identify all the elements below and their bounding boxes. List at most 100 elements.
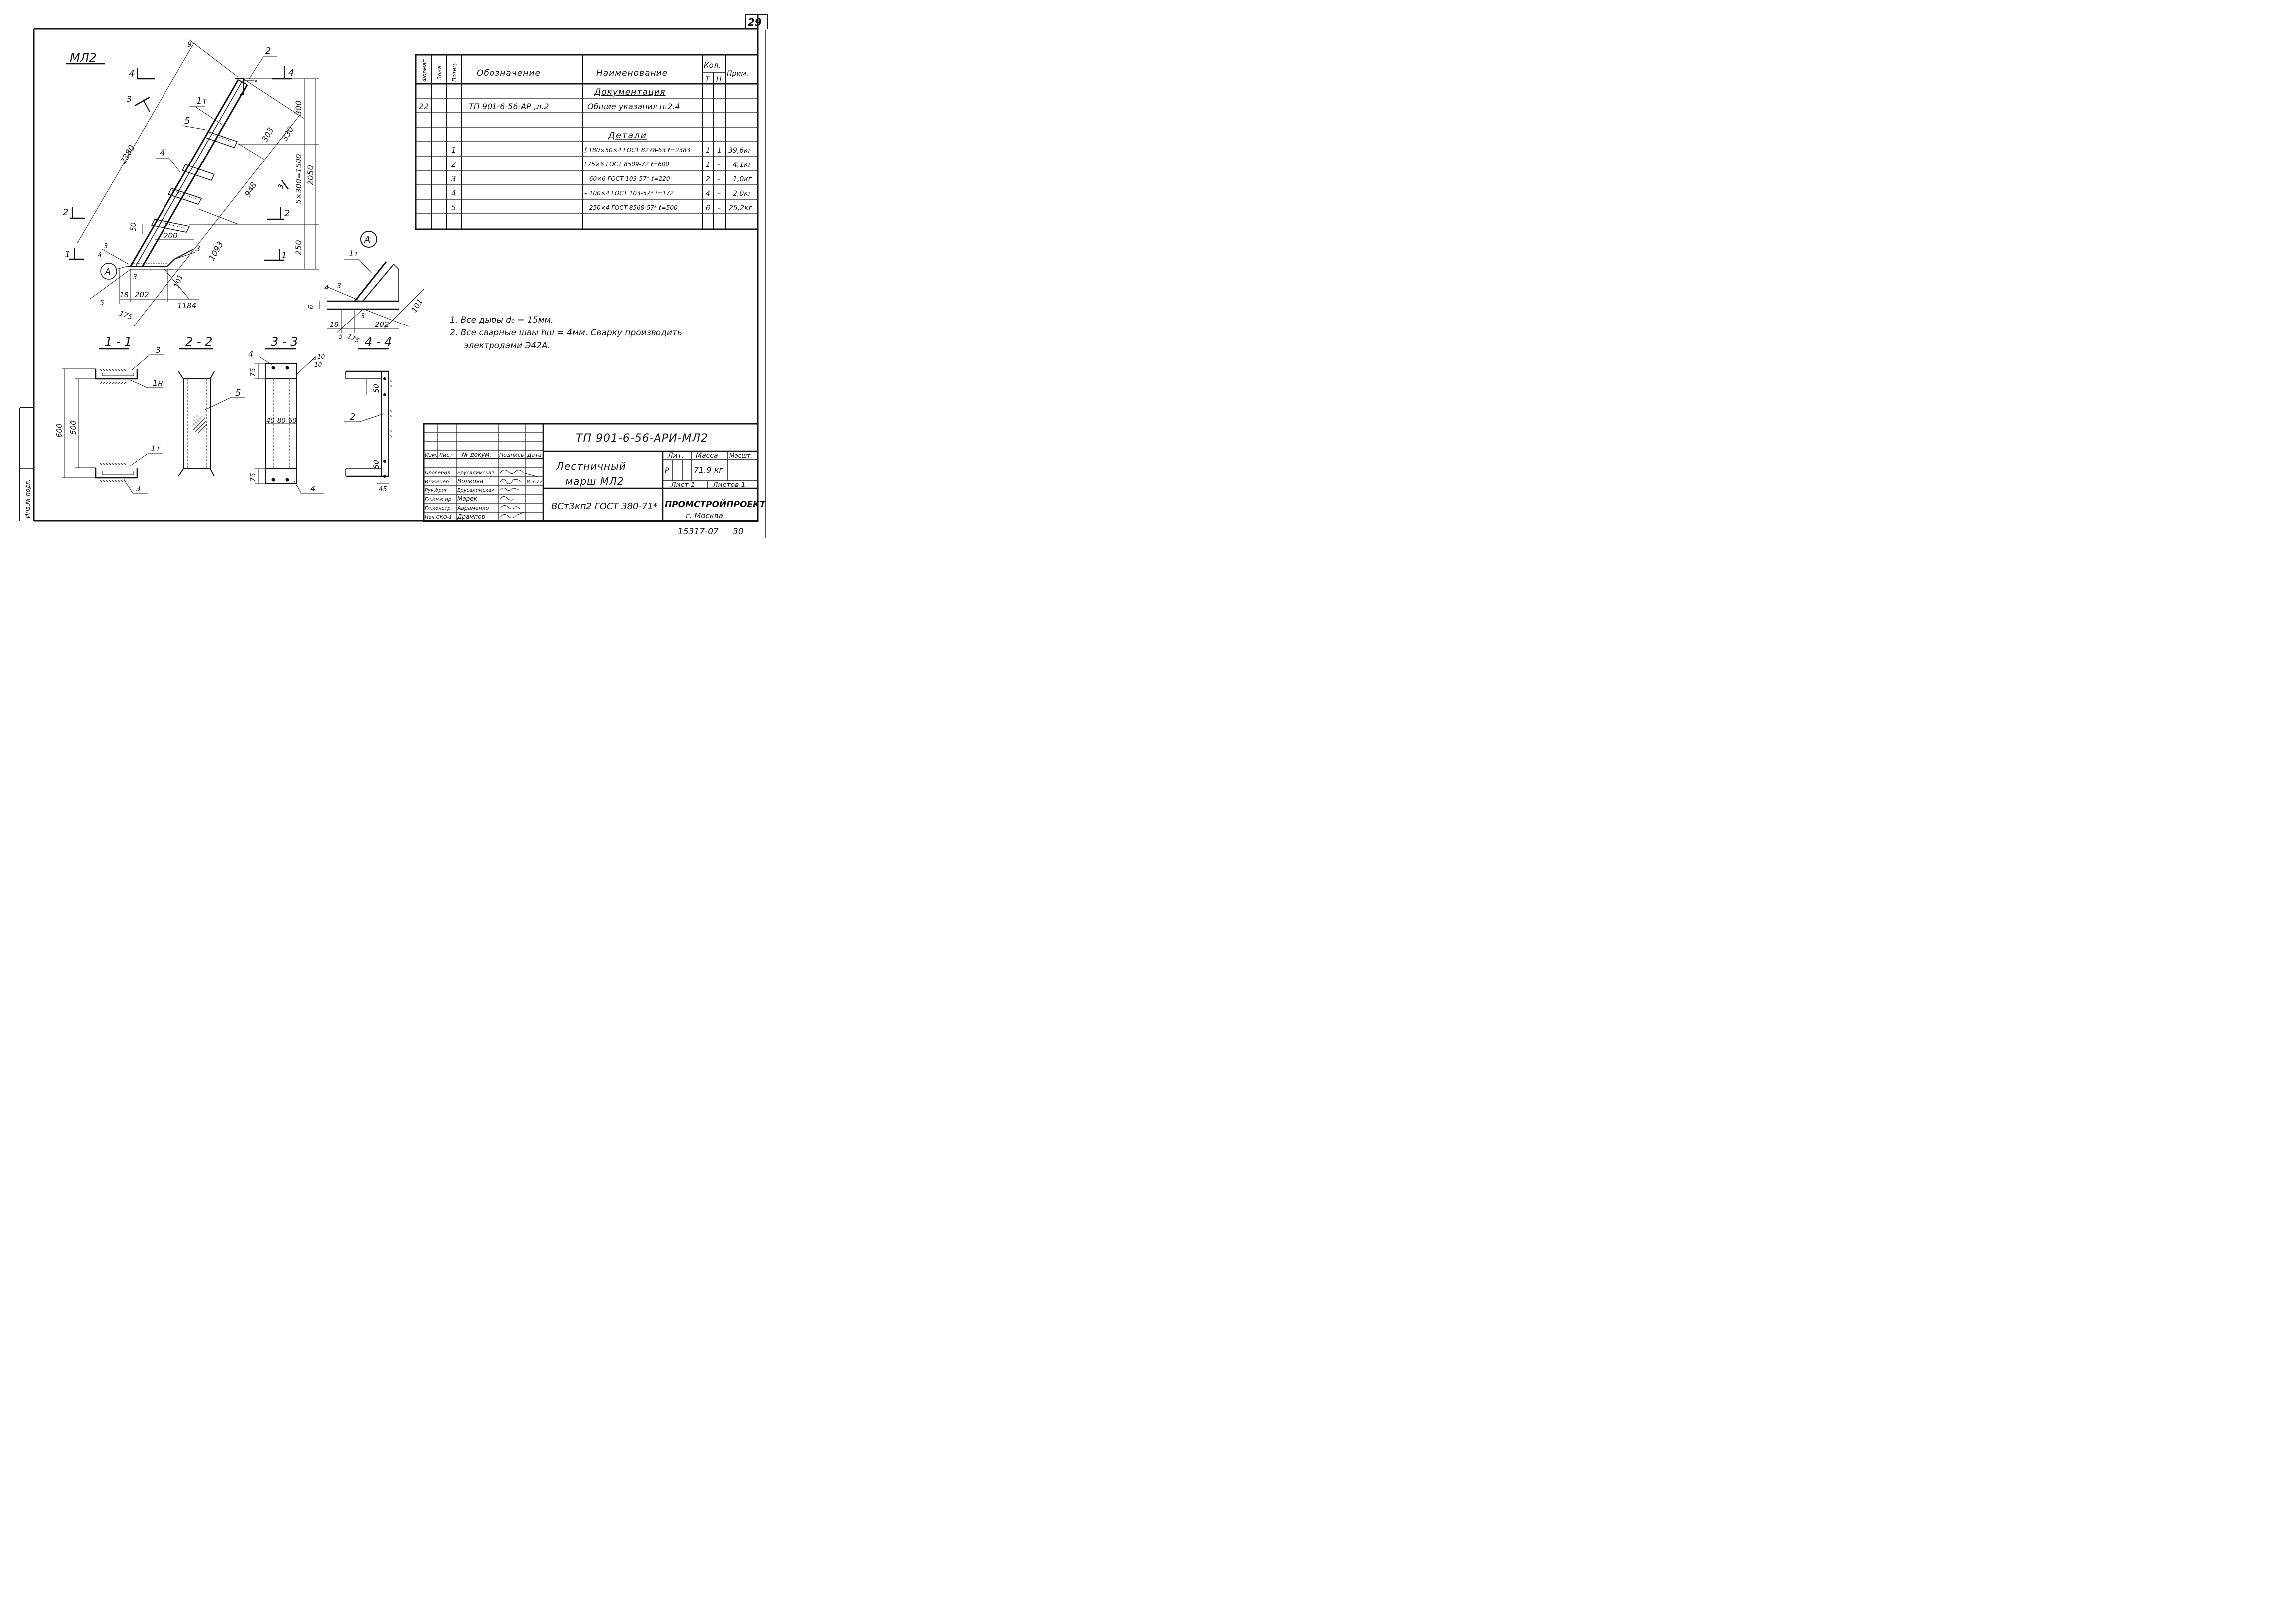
section-3-3: 3 - 3 75 40 80 60 75 4 10 10 4 bbox=[248, 335, 325, 494]
tb-sheet-label: Лист 1 bbox=[670, 481, 695, 489]
tb-mass-value: 71.9 кг bbox=[694, 465, 723, 475]
tb-name-3: Марек bbox=[457, 495, 478, 502]
tb-title-line2: марш МЛ2 bbox=[565, 475, 624, 487]
dim-300: 300 bbox=[294, 100, 303, 116]
notes: 1. Все дыры d₀ = 15мм. 2. Все сварные шв… bbox=[450, 315, 682, 351]
section-2-2-title: 2 - 2 bbox=[185, 335, 212, 349]
section-4-4: 4 - 4 ×× ×× ×× 50 50 45 2 bbox=[344, 335, 392, 493]
detail-a: А 1т 4 3 6 3 18 202 5 175 101 bbox=[307, 231, 425, 345]
top-angle: × bbox=[235, 77, 258, 95]
section-mark-2-right: 2 bbox=[284, 208, 290, 219]
section-3-3-callout-4-top: 4 bbox=[248, 349, 253, 359]
spec-cell-designation: ТП 901-6-56-АР ,л.2 bbox=[469, 102, 549, 111]
section-1-1-callout-1n: 1н bbox=[153, 378, 163, 388]
spec-cell-name: – 60×6 ГОСТ 103-57* ℓ=220 bbox=[584, 175, 670, 182]
section-mark-3-left: 3 bbox=[127, 94, 132, 104]
tb-title-line1: Лестничный bbox=[556, 460, 626, 472]
detail-a-dim-3a: 3 bbox=[337, 282, 341, 290]
tb-doc-code: ТП 901-6-56-АРИ-МЛ2 bbox=[576, 432, 708, 445]
dim-4-left: 4 bbox=[98, 252, 102, 259]
bottom-plate bbox=[128, 249, 194, 267]
spec-cell-n: 1 bbox=[717, 147, 722, 155]
spec-cell-t: 1 bbox=[706, 147, 710, 155]
section-mark-1-right: 1 bbox=[281, 250, 287, 261]
dim-250: 250 bbox=[294, 240, 303, 255]
tb-lit-value: Р bbox=[665, 467, 669, 475]
detail-a-marker: А bbox=[100, 263, 128, 280]
dim-2380: 2380 bbox=[118, 143, 137, 165]
section-3-3-dim-60: 60 bbox=[288, 417, 297, 425]
title-block: Изм. Лист № докум. Подпись Дата Проверил… bbox=[423, 423, 766, 522]
note-2: 2. Все сварные швы hш = 4мм. Сварку прои… bbox=[450, 328, 682, 338]
detail-a-dim-6: 6 bbox=[307, 305, 315, 309]
section-2-2-callout-5: 5 bbox=[235, 388, 241, 398]
dim-5x300: 5×300=1500 bbox=[294, 154, 303, 204]
dim-1184: 1184 bbox=[177, 301, 196, 310]
detail-a-dim-5: 5 bbox=[339, 333, 343, 341]
detail-a-title: А bbox=[364, 235, 370, 245]
callout-2: 2 bbox=[265, 46, 271, 56]
spec-cell-note: 25,2кг bbox=[729, 204, 753, 212]
spec-cell-name: – 100×4 ГОСТ 103-57* ℓ=172 bbox=[584, 190, 674, 197]
section-2-2: 2 - 2 5 bbox=[178, 335, 245, 477]
spec-row-0: Документация bbox=[594, 87, 665, 97]
tb-role-3: Гл.инж.пр. bbox=[425, 497, 453, 502]
spec-header-designation: Обозначение bbox=[477, 68, 541, 78]
detail-a-callout: 1т bbox=[349, 249, 359, 258]
spec-row-5: 2 L75×6 ГОСТ 8509-72 ℓ=600 1 – 4,1кг bbox=[451, 160, 752, 169]
svg-text:×××××××××: ××××××××× bbox=[100, 462, 127, 467]
dim-101: 101 bbox=[173, 274, 185, 289]
section-3-3-dim-40: 40 bbox=[266, 417, 275, 425]
tb-role-2: Рук.бриг. bbox=[425, 487, 449, 493]
main-view-title: МЛ2 bbox=[70, 51, 97, 65]
tb-mass-label: Масса bbox=[696, 452, 718, 460]
spec-cell-format: 22 bbox=[419, 102, 429, 111]
tb-city: г. Москва bbox=[686, 511, 723, 520]
tb-name-1: Волкова bbox=[457, 478, 483, 485]
dim-202: 202 bbox=[135, 290, 149, 299]
tb-material: ВСт3кп2 ГОСТ 380-71* bbox=[551, 501, 657, 512]
section-1-1-dim-600: 600 bbox=[55, 423, 64, 438]
spec-cell-name: L75×6 ГОСТ 8509-72 ℓ=600 bbox=[584, 161, 669, 168]
spec-cell-name: Детали bbox=[608, 131, 647, 141]
spec-header-pos: Позиц. bbox=[451, 62, 458, 82]
tb-col-sign: Подпись bbox=[499, 452, 524, 458]
tb-col-list: Лист bbox=[438, 452, 453, 458]
svg-text:×: × bbox=[390, 379, 392, 384]
main-callouts: 2 1т 5 4 3 bbox=[156, 46, 277, 260]
section-4-4-dim-45: 45 bbox=[379, 486, 387, 493]
section-1-1-title: 1 - 1 bbox=[105, 335, 132, 349]
section-mark-1-left: 1 bbox=[65, 249, 70, 260]
svg-text:×: × bbox=[254, 77, 258, 84]
spec-header-qty: Кол. bbox=[704, 61, 721, 70]
callout-4: 4 bbox=[160, 148, 165, 158]
section-3-3-callout-10b: 10 bbox=[314, 361, 322, 368]
spec-cell-n: – bbox=[717, 190, 721, 198]
svg-text:×××××××××: ××××××××× bbox=[100, 479, 127, 484]
spec-cell-pos: 4 bbox=[451, 189, 456, 198]
dim-200: 200 bbox=[164, 231, 178, 240]
bottom-page: 30 bbox=[733, 527, 744, 537]
main-view: МЛ2 × bbox=[63, 39, 319, 327]
svg-text:×: × bbox=[390, 384, 392, 389]
spec-header-zone: Зона bbox=[436, 66, 443, 80]
top-sheet-number: 29 bbox=[748, 16, 762, 28]
dim-50: 50 bbox=[130, 222, 138, 231]
spec-row-4: 1 [ 180×50×4 ГОСТ 8278-63 ℓ=2383 1 1 39,… bbox=[451, 146, 752, 155]
spec-cell-name: Общие указания п.2.4 bbox=[587, 102, 680, 111]
tb-sheets-label: Листов 1 bbox=[712, 481, 746, 489]
spec-cell-t: 6 bbox=[706, 204, 710, 212]
spec-header-note: Прим. bbox=[727, 70, 749, 78]
dim-3-bottom: 3 bbox=[133, 273, 137, 281]
spec-row-6: 3 – 60×6 ГОСТ 103-57* ℓ=220 2 – 1,0кг bbox=[451, 174, 752, 183]
section-4-4-callout-2: 2 bbox=[350, 412, 355, 422]
spec-cell-note: 4,1кг bbox=[733, 161, 752, 169]
tb-col-docnum: № докум. bbox=[461, 451, 491, 458]
dim-1093: 1093 bbox=[207, 240, 225, 262]
spec-header-name: Наименование bbox=[596, 68, 668, 78]
section-3-3-dim-80: 80 bbox=[277, 417, 286, 425]
note-1: 1. Все дыры d₀ = 15мм. bbox=[450, 315, 554, 325]
section-1-1: 1 - 1 ××××××××× ××××××××× ××××××××× ××××… bbox=[55, 335, 164, 494]
spec-header-format: Формат bbox=[421, 59, 428, 82]
dim-18: 18 bbox=[120, 291, 129, 299]
